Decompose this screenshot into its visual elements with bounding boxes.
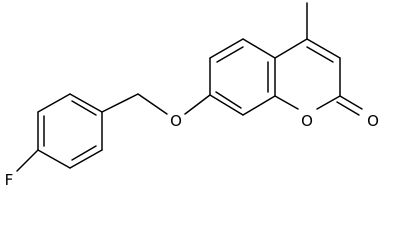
- molecule-structure: F O O O: [5, 2, 379, 189]
- carbonyl-oxygen-label: O: [367, 112, 379, 130]
- bond-o-ring: [184, 94, 211, 115]
- double-bond-inner: [306, 46, 334, 63]
- double-bond-inner: [215, 91, 242, 109]
- bond: [69, 149, 103, 169]
- bond: [69, 93, 103, 113]
- bond: [209, 94, 244, 116]
- fluorophenyl-ring: [37, 93, 103, 169]
- bond: [274, 95, 299, 110]
- bond: [316, 95, 341, 110]
- ring-oxygen-label: O: [301, 112, 313, 130]
- bond-carbonyl-second: [336, 101, 360, 116]
- bond-c-f: [16, 149, 39, 172]
- bond: [209, 38, 244, 59]
- bond-ring-ch2: [101, 93, 139, 113]
- bond: [37, 149, 71, 169]
- bond-carbonyl: [339, 95, 363, 110]
- bond: [242, 95, 276, 116]
- bond: [242, 38, 276, 59]
- double-bond-inner: [71, 100, 97, 116]
- ether-oxygen-label: O: [170, 112, 182, 130]
- coumarin-benzo-ring: [209, 38, 276, 116]
- bond: [306, 38, 341, 59]
- bond: [37, 93, 71, 113]
- bond: [274, 38, 308, 59]
- pyranone-ring: [274, 38, 341, 110]
- double-bond-inner: [71, 145, 97, 161]
- bond-ch2-o: [137, 93, 168, 115]
- fluorine-label: F: [5, 171, 14, 189]
- double-bond-inner: [216, 46, 244, 63]
